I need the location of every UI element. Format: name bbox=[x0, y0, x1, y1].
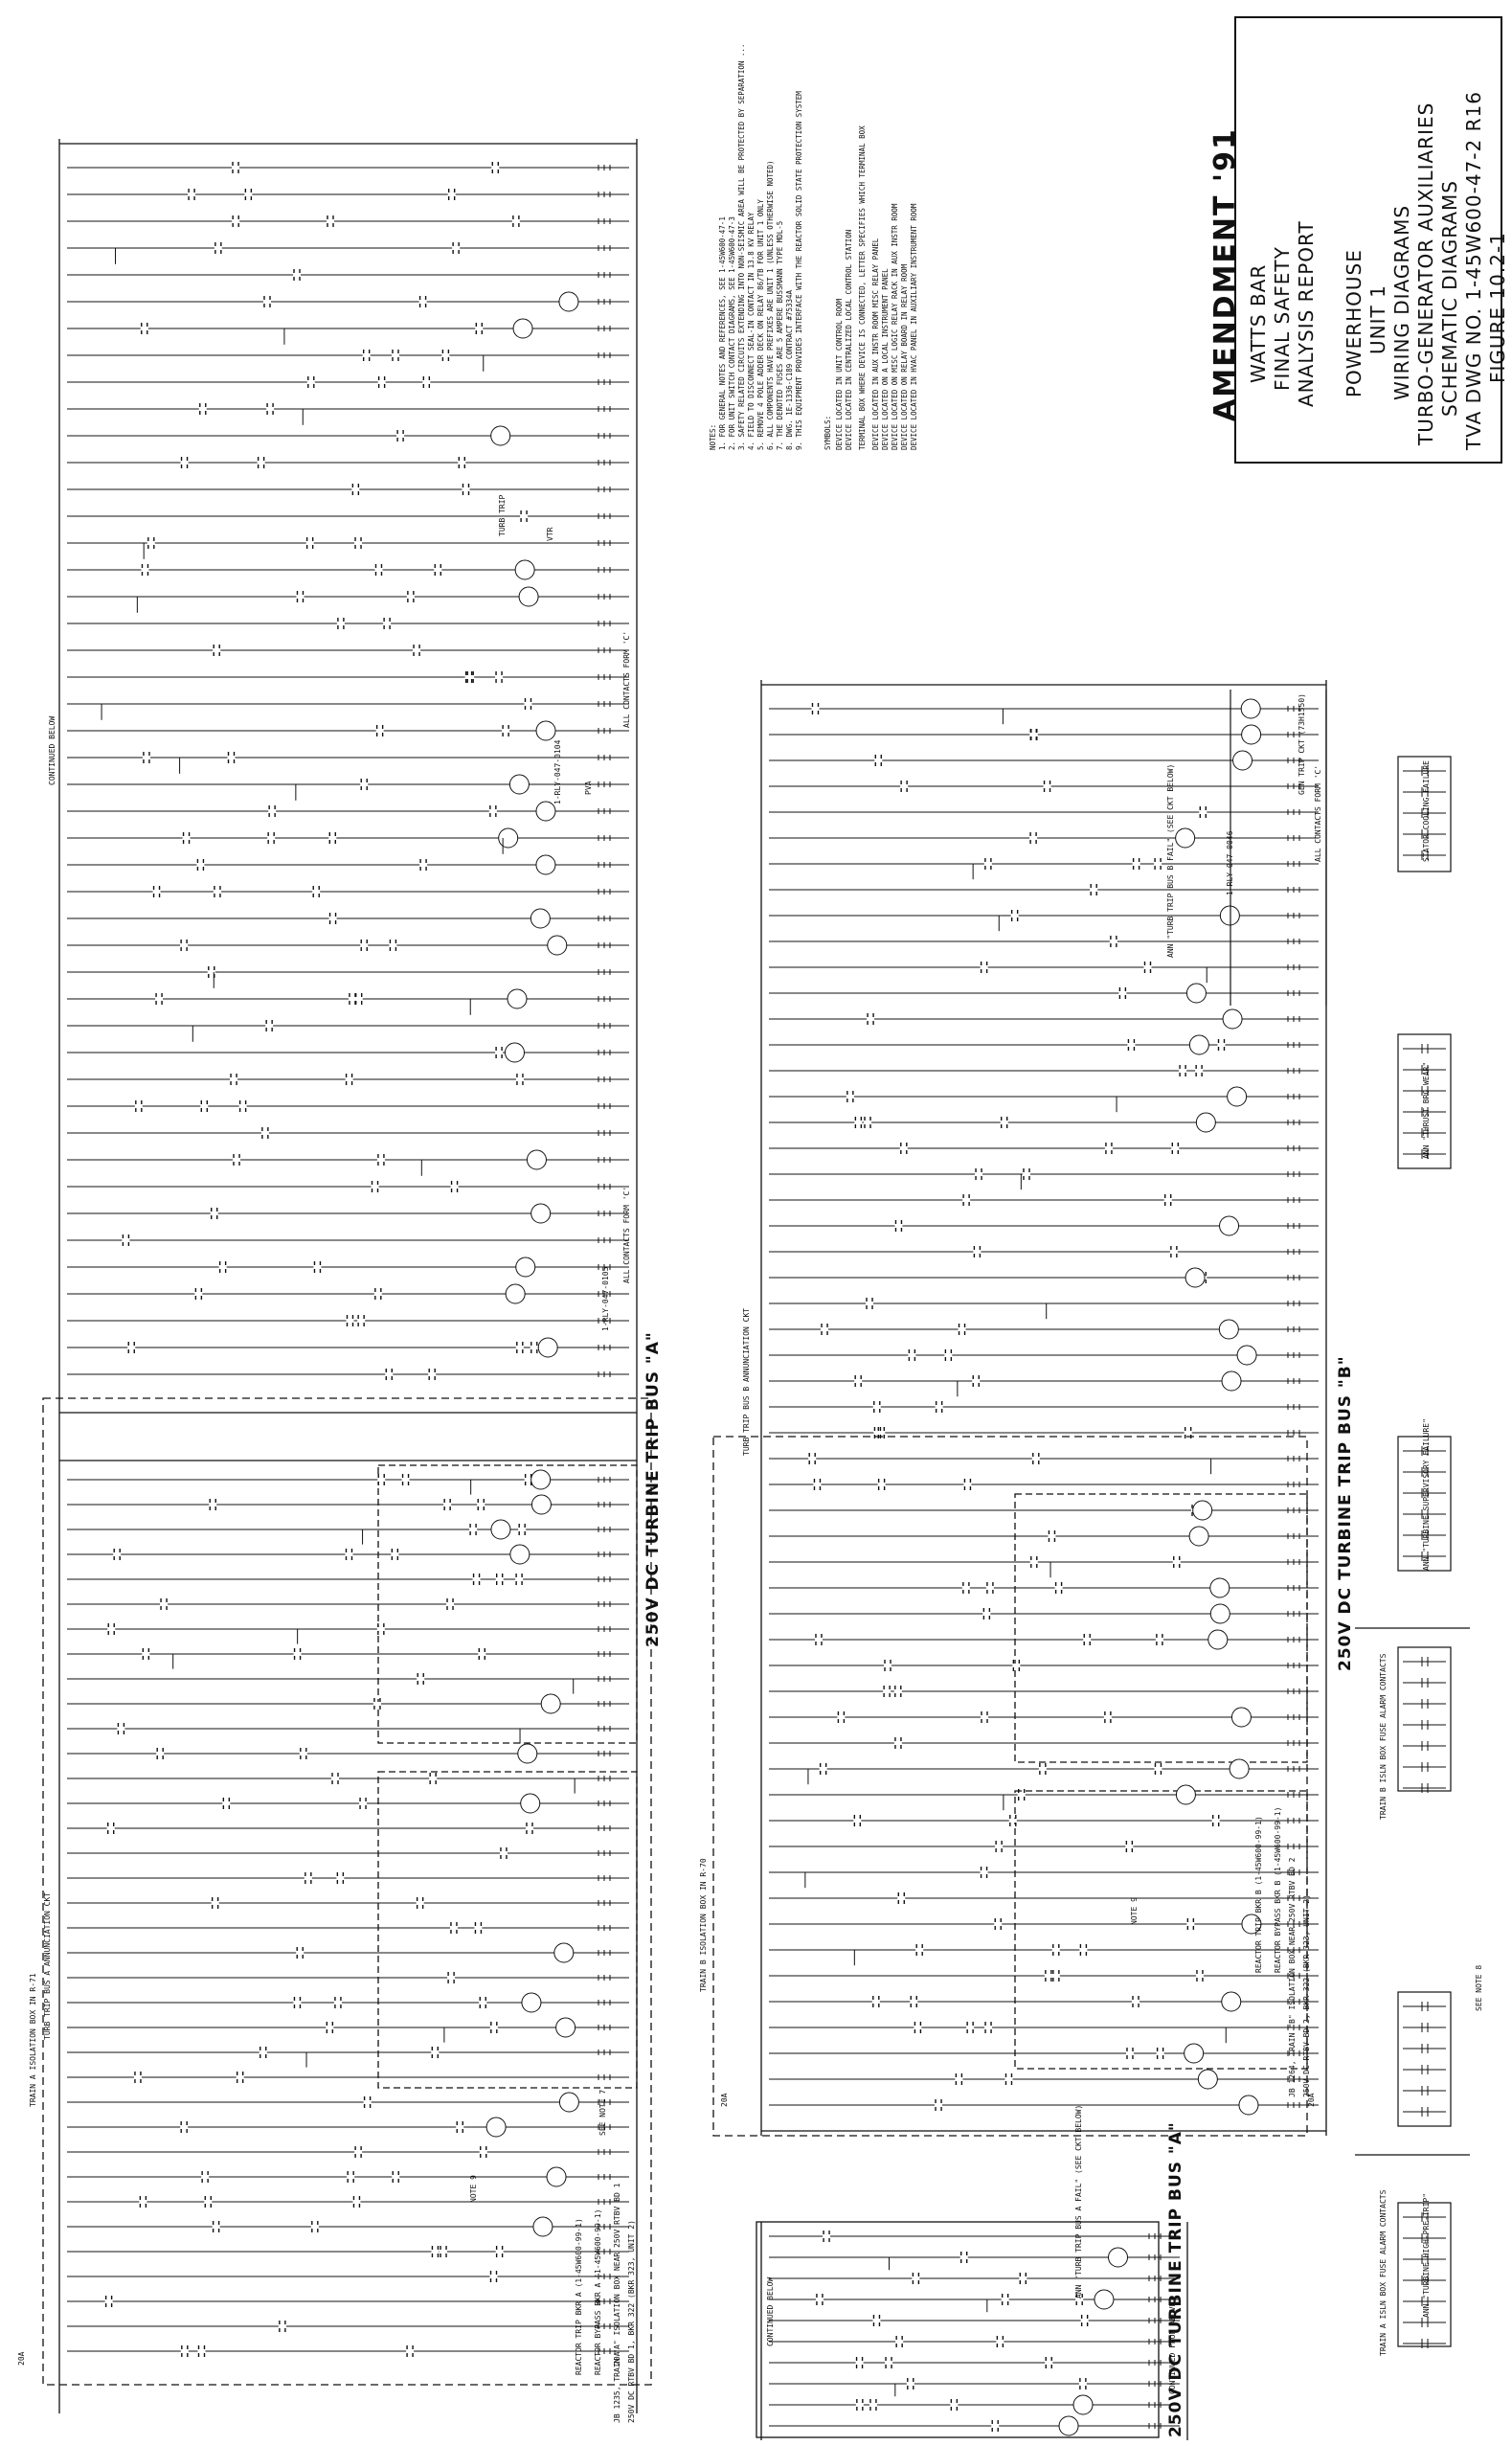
lower-bus-a-rungs bbox=[769, 2231, 1180, 2436]
reactor-trip-b-label: REACTOR TRIP BKR B (1-45W600-99-1) bbox=[1254, 1816, 1263, 1973]
notes-header: NOTES: bbox=[709, 423, 717, 450]
hi-pre-trip-label: ANN "TURBINE HIGH-PRE-TRIP" bbox=[1422, 2192, 1431, 2318]
symbols-header: SYMBOLS: bbox=[824, 415, 832, 450]
note-4: 4. FIELD TO DISCONNECT SEAL-IN CONTACT I… bbox=[747, 212, 756, 450]
continued-below-a: CONTINUED BELOW bbox=[48, 715, 56, 785]
symbol-6: DEVICE LOCATED ON MISC LOGIC RELAY RACK … bbox=[891, 203, 899, 450]
symbol-8: DEVICE LOCATED IN HVAC PANEL IN AUXILIAR… bbox=[910, 203, 918, 450]
rtbv-bd1-label: 250V DC RTBV BD 1, BKR 322 (BKR 323, UNI… bbox=[627, 2220, 636, 2423]
note-9-label-a: NOTE 9 bbox=[469, 2175, 478, 2203]
schematic-train-a bbox=[42, 139, 652, 2413]
title-line-2: FINAL SAFETY bbox=[1271, 246, 1294, 391]
train-b-alarm-label: TRAIN B ISLN BOX FUSE ALARM CONTACTS bbox=[1379, 1653, 1388, 1820]
train-a-upper-rungs bbox=[67, 162, 629, 1380]
relay-0046-label: 1-RLY-047-0046 bbox=[1226, 830, 1234, 895]
ann-turb-a-label: ANN "TURB TRIP BUS A FAIL" (SEE CKT BELO… bbox=[1074, 2104, 1083, 2299]
bus-b-label: 250V DC TURBINE TRIP BUS "B" bbox=[1336, 1355, 1355, 1671]
reactor-trip-a-label: REACTOR TRIP BKR A (1-45W600-99-1) bbox=[575, 2218, 583, 2375]
thrust-brg-label: ANN "THRUST BRG WEAR" bbox=[1422, 1061, 1431, 1159]
all-contacts-b: ALL CONTACTS FORM 'C' bbox=[1314, 764, 1322, 862]
schematic-lower-bus-a bbox=[756, 2221, 1188, 2440]
title-line-5: UNIT 1 bbox=[1366, 284, 1389, 354]
symbol-2: DEVICE LOCATED IN CENTRALIZED LOCAL CONT… bbox=[845, 229, 853, 450]
note-7: 7. THE DENOTED FUSES ARE 5 AMPERE BUSSMA… bbox=[776, 220, 784, 450]
note-5: 5. REMOVE 4 POLE ADDER DECK ON RELAY 86/… bbox=[756, 199, 765, 450]
continued-below-b: CONTINUED BELOW bbox=[766, 2276, 775, 2346]
relay-0105-label: 1-RLY-047-0105 bbox=[601, 1266, 610, 1331]
title-line-8: SCHEMATIC DIAGRAMS bbox=[1438, 179, 1461, 417]
title-block bbox=[1234, 16, 1502, 464]
title-line-4: POWERHOUSE bbox=[1343, 249, 1365, 397]
fuse-20a-1: 20A bbox=[17, 2351, 26, 2366]
train-a-iso-label: TRAIN A ISOLATION BOX IN R-71 bbox=[29, 1973, 37, 2107]
pva-label: PVA bbox=[584, 781, 593, 795]
continued-above-c: CONTINUED FROM ABOVE bbox=[1168, 2301, 1177, 2394]
rtbv-bd2-label: 250V DC RTBV BD 2, BKR 322 (BKR 323, UNI… bbox=[1302, 1894, 1311, 2097]
ann-turb-b-label: ANN "TURB TRIP BUS B FAIL" (SEE CKT BELO… bbox=[1166, 763, 1175, 958]
train-b-iso-label: TRAIN B ISOLATION BOX IN R-70 bbox=[699, 1858, 708, 1992]
stator-cool-label: STATOR COOLING FAILURE bbox=[1422, 760, 1431, 862]
symbol-7: DEVICE LOCATED ON RELAY BOARD IN RELAY R… bbox=[900, 263, 909, 450]
symbol-1: DEVICE LOCATED IN UNIT CONTROL ROOM bbox=[835, 298, 844, 450]
reactor-bypass-b-label: REACTOR BYPASS BKR B (1-45W600-99-1) bbox=[1274, 1806, 1282, 1973]
schematic-trip-bus-b-upper bbox=[1230, 690, 1327, 1006]
title-line-6: WIRING DIAGRAMS bbox=[1390, 204, 1413, 400]
bus-a-annunciation-label: TURB TRIP BUS A ANNUNCIATION CKT bbox=[43, 1891, 52, 2040]
symbol-4: DEVICE LOCATED IN AUX INSTR ROOM MISC RE… bbox=[871, 238, 880, 450]
amendment-stamp: AMENDMENT '91 bbox=[1208, 127, 1242, 421]
title-line-3: ANALYSIS REPORT bbox=[1295, 220, 1318, 407]
relay-0104-label: 1-RLY-047-0104 bbox=[553, 739, 562, 804]
note-9-label-b: NOTE 9 bbox=[1130, 1897, 1139, 1925]
right-annunciator-blocks bbox=[1355, 756, 1470, 2347]
jb-1235-label: JB 1235, TRAIN "A" ISOLATION BOX NEAR 25… bbox=[613, 2183, 621, 2423]
title-line-7: TURBO-GENERATOR AUXILIARIES bbox=[1414, 102, 1437, 445]
train-a-alarm-label: TRAIN A ISLN BOX FUSE ALARM CONTACTS bbox=[1379, 2189, 1388, 2356]
fuse-20a-3: 20A bbox=[720, 2093, 729, 2107]
turb-trip-label: TURB TRIP bbox=[498, 494, 507, 536]
title-line-1: WATTS BAR bbox=[1247, 263, 1270, 383]
note-9: 9. THIS EQUIPMENT PROVIDES INTERFACE WIT… bbox=[795, 91, 803, 450]
title-line-9: TVA DWG NO. 1-45W600-47-2 R16 bbox=[1462, 91, 1485, 450]
symbol-3: TERMINAL BOX WHERE DEVICE IS CONNECTED, … bbox=[858, 125, 867, 450]
reactor-bypass-a-label: REACTOR BYPASS BKR A (1-45W600-99-1) bbox=[594, 2208, 602, 2375]
train-a-lower-rungs bbox=[67, 1469, 629, 2357]
title-line-10: FIGURE 10.2-1 bbox=[1486, 232, 1509, 383]
note-6: 6. ALL COMPONENTS HAVE PREFIXES ARE UNIT… bbox=[766, 160, 775, 450]
bus-a-label: 250V DC TURBINE TRIP BUS "A" bbox=[643, 1331, 663, 1647]
all-contacts-a2: ALL CONTACTS FORM 'C' bbox=[622, 630, 631, 728]
all-contacts-a: ALL CONTACTS FORM 'C' bbox=[622, 1186, 631, 1283]
sc-failure-label: ANN "TURBINE SUPERVISORY FAILURE" bbox=[1422, 1418, 1431, 1571]
jb-1264-label: JB 1264, TRAIN "B" ISOLATION BOX NEAR 25… bbox=[1288, 1857, 1297, 2097]
note-3: 3. SAFETY RELATED CIRCUITS EXTENDING INT… bbox=[737, 43, 746, 450]
note-8: 8. DWG. 1E-1336-C189 CONTRACT #75334A bbox=[785, 289, 794, 450]
note-8-label: SEE NOTE 8 bbox=[1475, 1964, 1483, 2011]
note-1: 1. FOR GENERAL NOTES AND REFERENCES, SEE… bbox=[718, 216, 727, 450]
fuse-20a-4: 20A bbox=[1307, 2093, 1316, 2107]
note-7-label: SEE NOTE 7 bbox=[598, 2089, 607, 2136]
right-contact-rows bbox=[1403, 766, 1446, 2348]
bus-b-annunciation-label: TURB TRIP BUS B ANNUNCIATION CKT bbox=[742, 1307, 751, 1456]
vtr-label: VTR bbox=[546, 527, 554, 541]
symbol-5: DEVICE LOCATED ON A LOCAL INSTRUMENT PAN… bbox=[881, 268, 890, 450]
train-b-rungs bbox=[769, 698, 1319, 2116]
gen-trip-label: GEN TRIP CKT (73H1550) bbox=[1298, 693, 1306, 795]
note-2: 2. FOR UNIT SWITCH CONTACT DIAGRAMS, SEE… bbox=[728, 216, 736, 450]
fuse-20a-2: 20A bbox=[613, 2351, 621, 2366]
